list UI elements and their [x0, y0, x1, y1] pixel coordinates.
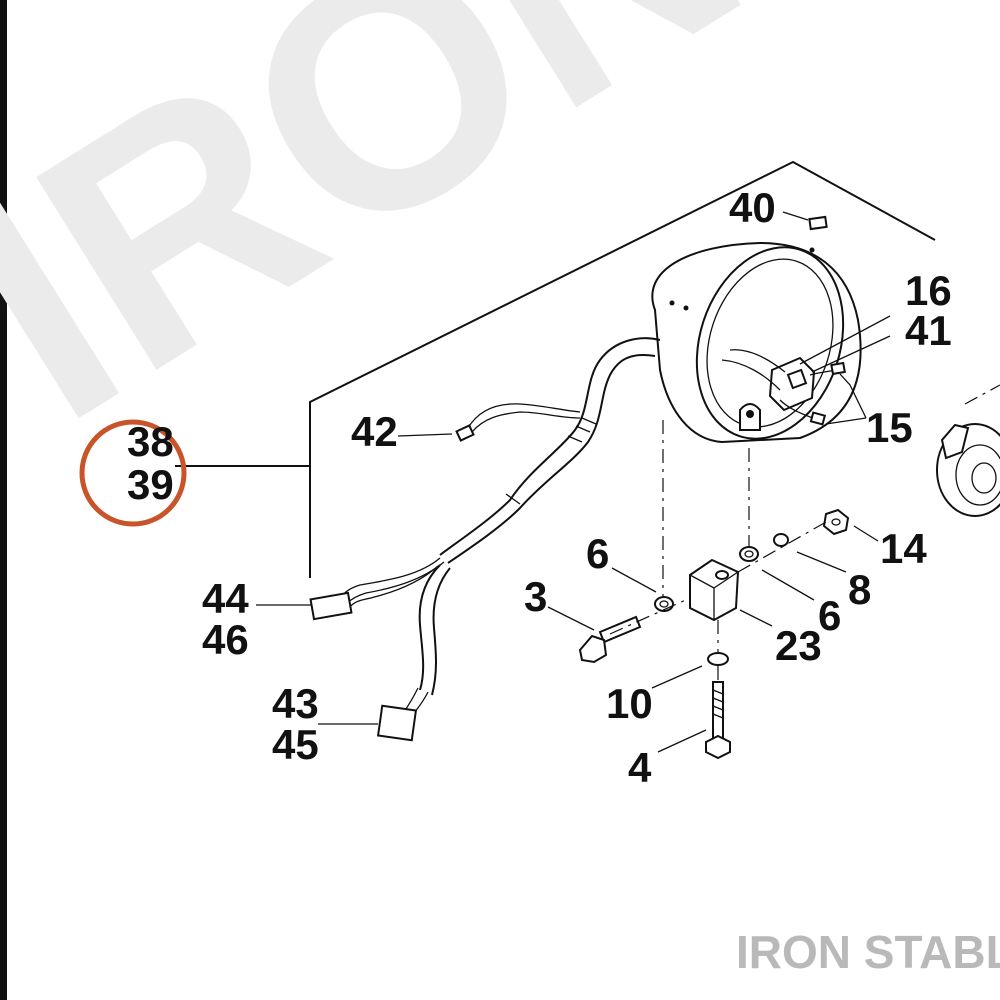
watermark-text: IRON [0, 0, 797, 489]
callout-39: 39 [127, 461, 174, 508]
callout-10: 10 [606, 680, 653, 727]
mount-block-23 [689, 558, 740, 622]
brand-watermark: IRON STABLE [736, 926, 1000, 978]
callout-38: 38 [127, 418, 174, 465]
callout-16: 16 [905, 267, 952, 314]
headlamp-housing [651, 241, 862, 444]
lockwasher-8 [773, 533, 789, 547]
wire-harness [309, 337, 661, 742]
callout-41: 41 [905, 307, 952, 354]
washer-10 [707, 652, 729, 666]
callout-45: 45 [272, 721, 319, 768]
terminal-40 [808, 215, 828, 231]
callout-43: 43 [272, 680, 319, 727]
socket-connector [721, 349, 846, 426]
callout-44: 44 [202, 575, 249, 622]
highlight-ring [79, 419, 187, 527]
bolt-4 [705, 681, 731, 760]
callout-42: 42 [351, 408, 398, 455]
callout-40: 40 [729, 184, 776, 231]
callout-4: 4 [628, 744, 652, 791]
washer-6-left [654, 596, 674, 612]
nut-14 [822, 508, 850, 536]
assembly-bracket [309, 160, 936, 578]
callout-46: 46 [202, 616, 249, 663]
callout-6-upper: 6 [586, 530, 609, 577]
washer-6-right [739, 546, 759, 562]
callout-3: 3 [524, 573, 547, 620]
callout-6-lower: 6 [818, 592, 841, 639]
adjacent-part-right [936, 423, 1000, 517]
callout-15: 15 [866, 404, 913, 451]
bolt-3 [578, 615, 642, 664]
callout-23: 23 [775, 622, 822, 669]
left-edge-bar [0, 0, 7, 1000]
callout-8: 8 [848, 566, 871, 613]
callout-14: 14 [880, 525, 927, 572]
